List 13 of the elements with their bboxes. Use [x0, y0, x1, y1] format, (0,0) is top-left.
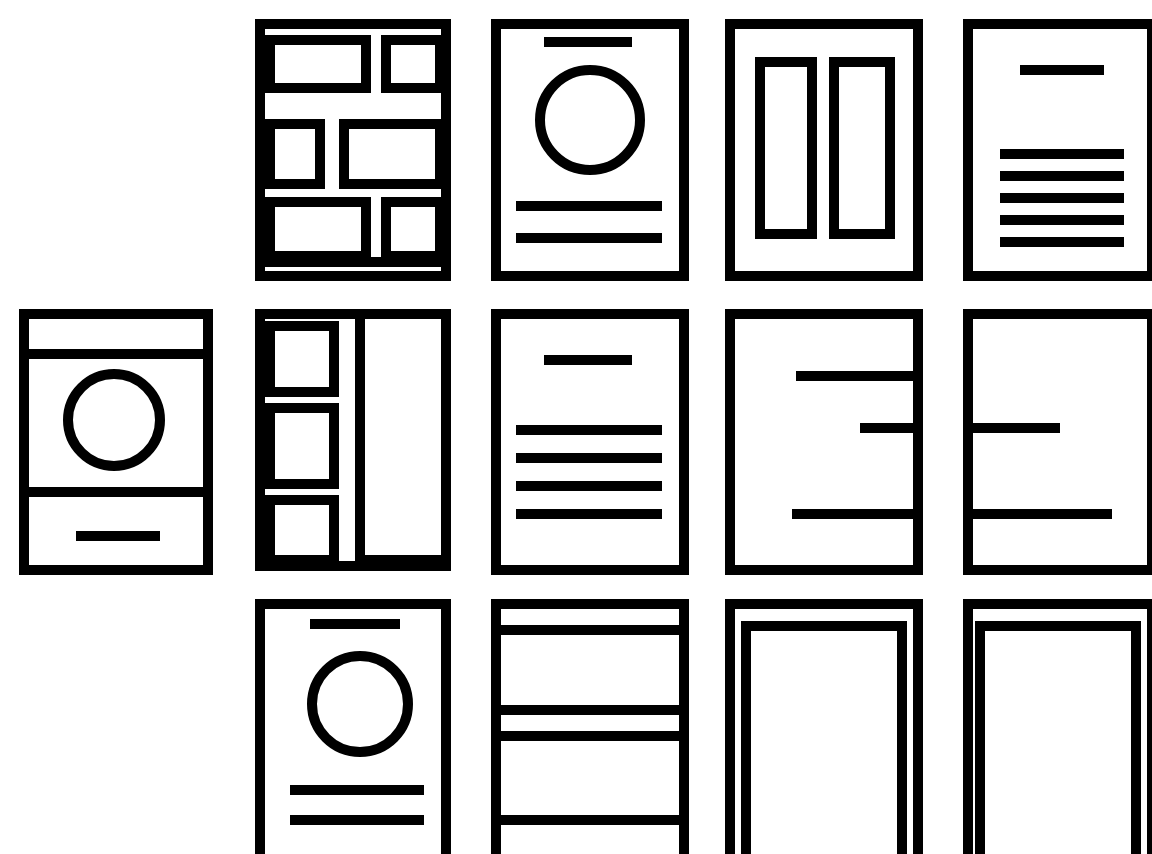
- page-layout-icon: [255, 309, 451, 571]
- page-layout-icon: [963, 309, 1152, 575]
- page-layout-icon: [491, 19, 689, 281]
- page-layout-icon: [725, 19, 923, 281]
- page-layout-icon: [963, 19, 1152, 281]
- page-layout-icon: [491, 599, 689, 854]
- page-layout-icon: [19, 309, 213, 575]
- page-layout-icon: [725, 599, 923, 854]
- page-layout-icon: [255, 599, 451, 854]
- page-layout-icon: [491, 309, 689, 575]
- page-layout-icon: [255, 19, 451, 281]
- page-layout-icon: [725, 309, 923, 575]
- page-layout-icon: [963, 599, 1152, 854]
